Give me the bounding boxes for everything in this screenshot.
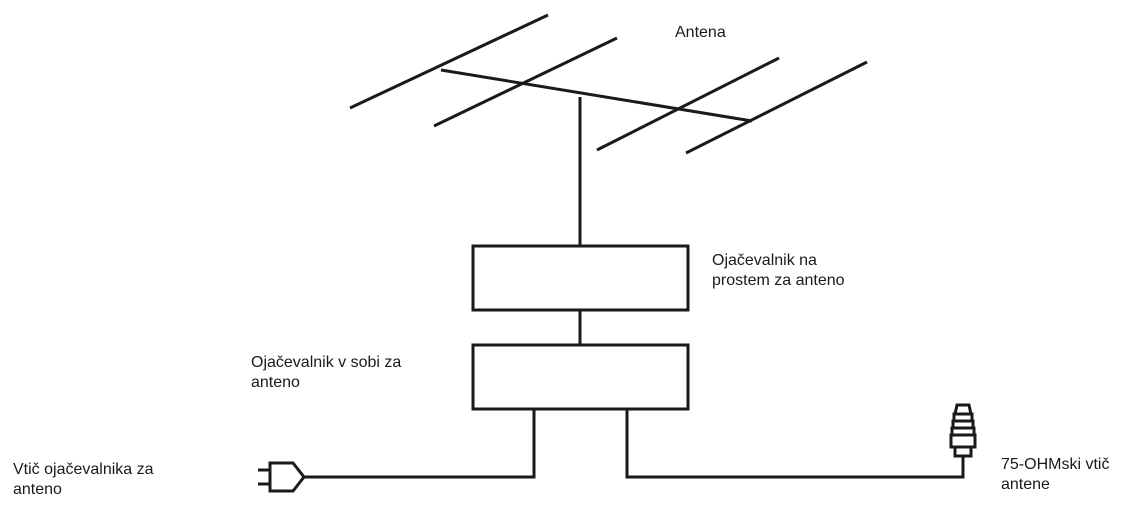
antenna-boom <box>440 68 753 123</box>
power-plug-icon <box>258 461 306 493</box>
antenna-label: Antena <box>675 24 726 41</box>
indoor-amplifier-label-line2: anteno <box>251 374 300 391</box>
outdoor-amplifier-label-line1: Ojačevalnik na <box>712 252 817 269</box>
antenna-cable <box>625 409 965 479</box>
outdoor-amplifier-label-line2: prostem za anteno <box>712 272 845 289</box>
antenna-icon <box>349 13 868 155</box>
antenna-plug-label-line2: antene <box>1001 476 1050 493</box>
antenna-element-1 <box>349 13 549 110</box>
antenna-element-3 <box>596 56 780 152</box>
antenna-element-2 <box>433 36 618 128</box>
indoor-amplifier-box <box>471 343 690 411</box>
power-plug-label-line1: Vtič ojačevalnika za <box>13 461 154 478</box>
power-plug-label-line2: anteno <box>13 481 62 498</box>
indoor-amplifier-label: Ojačevalnik v sobi za anteno <box>251 353 401 393</box>
power-plug-label: Vtič ojačevalnika za anteno <box>13 460 154 500</box>
outdoor-amplifier-label: Ojačevalnik na prostem za anteno <box>712 251 845 291</box>
antenna-plug-label-line1: 75-OHMski vtič <box>1001 456 1110 473</box>
indoor-amplifier-label-line1: Ojačevalnik v sobi za <box>251 354 402 371</box>
antenna-plug-label: 75-OHMski vtič antene <box>1001 455 1109 495</box>
outdoor-amplifier-box <box>471 244 690 312</box>
antenna-element-4 <box>685 60 868 155</box>
power-cable <box>304 409 536 479</box>
coax-plug-icon <box>949 403 977 458</box>
